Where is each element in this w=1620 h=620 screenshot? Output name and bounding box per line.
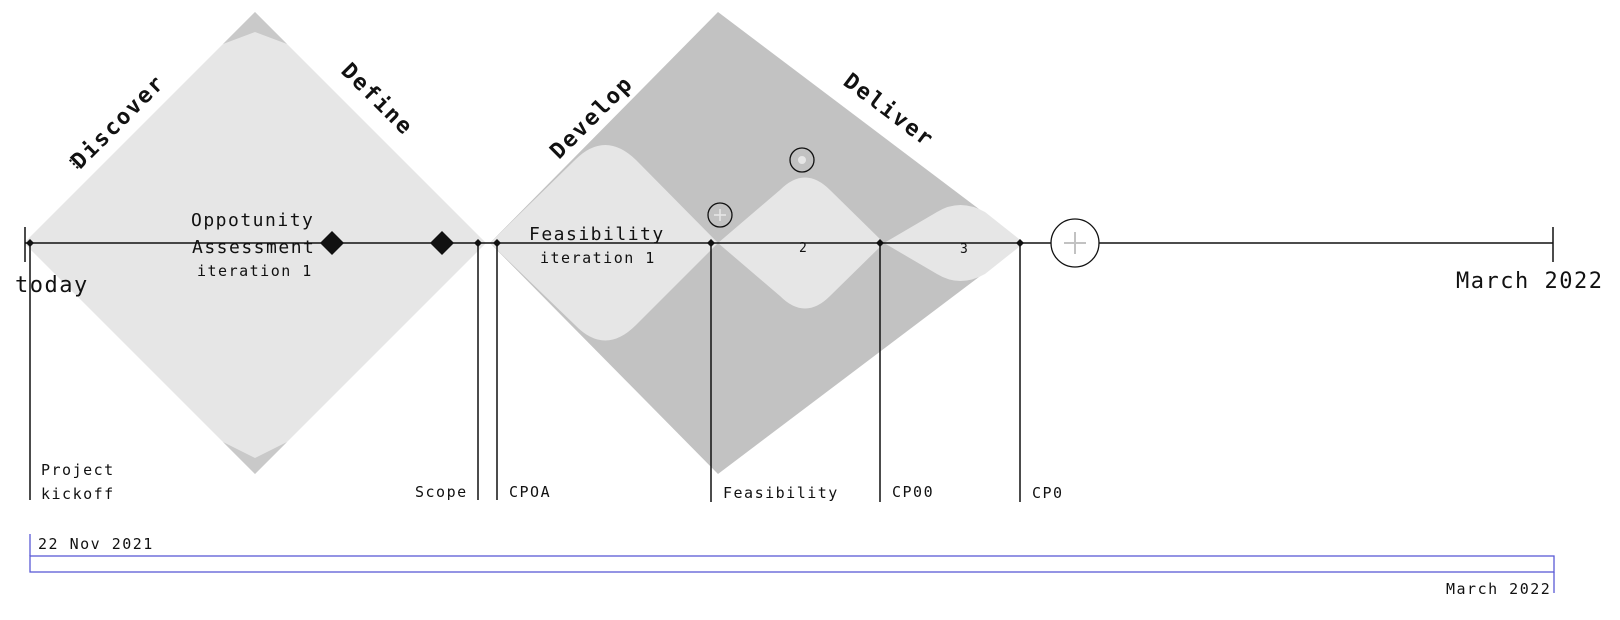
target-icon[interactable]: [789, 147, 815, 173]
milestone-cp0: CP0: [1032, 484, 1064, 502]
add-milestone-large-icon[interactable]: [1050, 218, 1100, 268]
opportunity-subtitle: iteration 1: [197, 262, 313, 280]
feasibility-subtitle: iteration 1: [540, 249, 656, 267]
opportunity-diamond-marker-2[interactable]: [430, 231, 454, 255]
milestone-cp00: CP00: [892, 483, 934, 501]
date-range-bar[interactable]: [29, 534, 1555, 593]
milestone-lines: [26, 231, 1024, 502]
discover-define-diamond-top-tip: [223, 12, 287, 44]
iteration-3-label: 3: [960, 242, 968, 257]
kickoff-dot: [26, 239, 34, 247]
stage-labels: Oppotunity Assessment iteration 1 Feasib…: [191, 210, 968, 280]
range-bar-rect[interactable]: [29, 555, 1555, 573]
discover-define-diamond-bottom-tip: [223, 442, 287, 474]
timeline-start-label: today: [15, 273, 89, 298]
opportunity-title-line-1: Oppotunity: [191, 210, 314, 231]
timeline-end-label: March 2022: [1456, 269, 1603, 294]
add-iteration-small-icon[interactable]: [707, 202, 733, 228]
timeline: today March 2022: [15, 227, 1603, 298]
range-start-label: 22 Nov 2021: [38, 535, 154, 553]
opportunity-diamond-marker-1[interactable]: [320, 231, 344, 255]
feasibility-dot: [707, 239, 715, 247]
feasibility-title: Feasibility: [529, 224, 665, 245]
milestone-labels: Project kickoff Scope CPOA Feasibility C…: [41, 461, 1064, 503]
milestone-kickoff-line-2: kickoff: [41, 485, 115, 503]
opportunity-title-line-2: Assessment: [192, 237, 315, 258]
iteration-2-label: 2: [799, 241, 807, 256]
range-end-label: March 2022: [1446, 580, 1551, 598]
cpoa-dot: [493, 239, 501, 247]
milestone-cpoa: CPOA: [509, 483, 551, 501]
milestone-kickoff-line-1: Project: [41, 461, 115, 479]
milestone-feasibility: Feasibility: [723, 484, 839, 502]
cp00-dot: [876, 239, 884, 247]
scope-dot: [474, 239, 482, 247]
cp0-dot: [1016, 239, 1024, 247]
milestone-scope: Scope: [415, 483, 468, 501]
